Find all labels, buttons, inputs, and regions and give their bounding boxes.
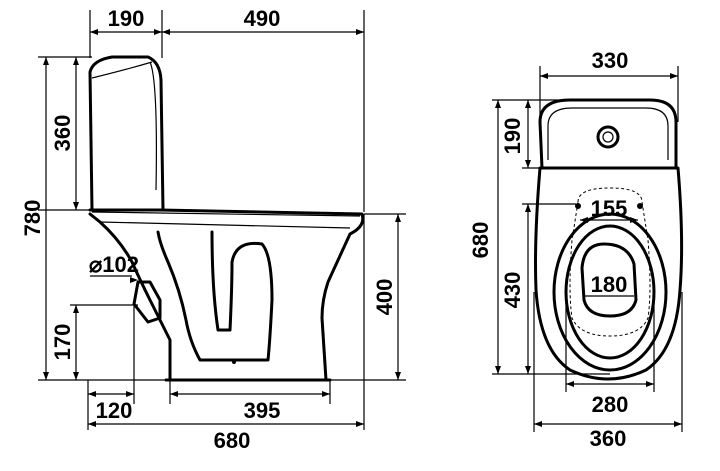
side-extension-lines	[38, 10, 406, 430]
top-flush-button	[596, 125, 620, 149]
dim-side-tank-height: 360	[50, 115, 75, 152]
top-bowl-outline	[534, 166, 684, 381]
dim-top-bowl-depth: 430	[500, 272, 525, 309]
dim-side-tank-depth: 190	[108, 6, 145, 31]
side-drain-dot	[232, 360, 236, 364]
dim-top-base-width: 280	[592, 392, 629, 417]
dim-top-inner-opening: 180	[591, 272, 628, 297]
top-seat-outer	[552, 212, 668, 372]
side-outlet	[132, 280, 162, 324]
side-view: 190 490 360 780 ⌀102 170 400 120 395 680	[20, 6, 406, 453]
dim-side-outlet-offset: 120	[96, 398, 133, 423]
side-bowl-outline	[88, 208, 365, 382]
dim-top-tank-width: 330	[592, 48, 629, 73]
dim-top-tank-depth: 190	[500, 118, 525, 155]
dim-side-seat-height: 400	[372, 279, 397, 316]
side-seat	[91, 211, 361, 229]
top-hinge-right	[637, 203, 643, 209]
dim-side-bowl-length: 490	[244, 6, 281, 31]
top-cistern	[538, 98, 678, 170]
side-dimension-lines	[45, 31, 399, 425]
side-cistern-lid-line	[91, 61, 157, 191]
top-lid-dashed	[569, 187, 651, 337]
top-cistern-inner	[547, 107, 669, 160]
dim-top-hinge-spacing: 155	[591, 196, 628, 221]
top-view: 330 190 680 155 430 180 280 360	[468, 48, 684, 451]
dim-side-total-height: 780	[20, 200, 45, 237]
side-cistern	[88, 55, 165, 212]
top-arrowheads	[495, 73, 682, 427]
side-trap	[156, 230, 274, 362]
dim-side-total-length: 680	[214, 428, 251, 453]
side-arrowheads	[43, 29, 401, 427]
dim-side-outlet-height: 170	[50, 324, 75, 361]
dim-side-base-length: 395	[244, 398, 281, 423]
dim-top-total-width: 360	[590, 426, 627, 451]
top-flush-button-inner	[602, 131, 614, 143]
top-hinge-left	[575, 203, 581, 209]
dim-side-outlet-diameter: ⌀102	[89, 252, 139, 277]
top-dimension-lines	[497, 75, 682, 425]
top-extension-lines	[492, 66, 683, 432]
top-bowl-opening	[580, 242, 638, 318]
dim-top-total-depth: 680	[468, 222, 493, 259]
